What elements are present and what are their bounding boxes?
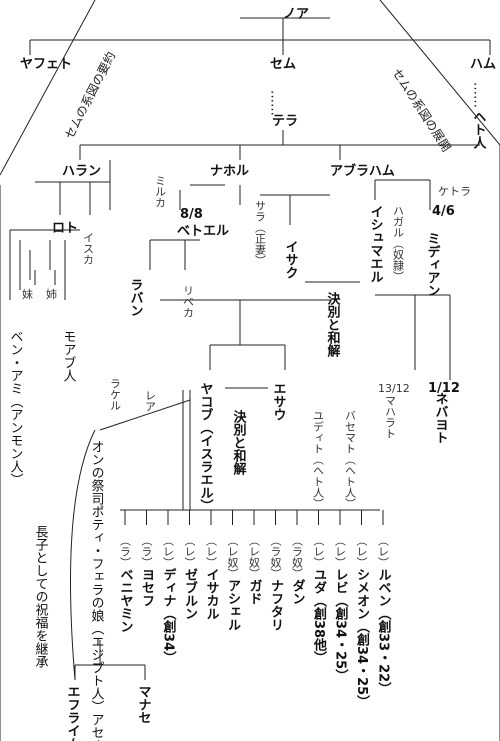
ben-ammi: ベン・アミ（アンモン人） (8, 330, 24, 486)
basemath: バセマト（ヘト人） (344, 410, 357, 509)
sons-lines (120, 390, 380, 511)
noah: ノア (283, 7, 309, 22)
son-label: （レ）ディナ（創34） (161, 535, 178, 664)
milcah: ミルカ (154, 175, 167, 208)
moab: モアブ人 (61, 330, 77, 382)
rachel: ラケル (109, 378, 122, 411)
heth: ヘト人 (471, 110, 487, 149)
sarah: サラ（正妻） (254, 200, 267, 266)
son-label: （レ奴）アシェル (225, 535, 241, 631)
japheth: ヤフェト (20, 57, 72, 72)
son-label: （ラ奴）ダン (290, 535, 306, 605)
nebaioth: ネバヨト (433, 392, 449, 444)
blessing-curve (70, 399, 191, 681)
ephraim: エフライム (65, 685, 81, 741)
son-label: （レ）レビ（創34・25） (333, 535, 350, 682)
laban: ラバン (128, 278, 144, 317)
son-label: （レ）シメオン（創34・25） (354, 535, 371, 708)
terah-lines (79, 130, 480, 160)
abraham-lines (260, 179, 431, 225)
joseph-lines (74, 640, 146, 680)
haran-lines (35, 160, 111, 215)
noah-lines (29, 17, 491, 55)
abraham: アブラハム (330, 163, 395, 179)
ishmael: イシュマエル (368, 205, 384, 283)
son-label: （ラ）ベニヤミン (118, 535, 134, 633)
bethuel-lines (149, 239, 200, 270)
sons-group: （ラ）ベニヤミン （ラ）ヨセフ （レ）ディナ（創34）（レ）ゼブルン （レ）イサカル （… (118, 510, 393, 708)
jacob: ヤコブ（イスラエル） (198, 382, 215, 512)
asenath: オンの祭司ポティ・フェラの娘（エジプト人）アセナト (89, 440, 105, 741)
iscah: イスカ (82, 232, 95, 265)
lot: ロト (52, 221, 78, 236)
manasseh: マナセ (136, 685, 152, 724)
reconcile1: 決別と和解 (325, 291, 342, 358)
frame-lines (0, 0, 500, 176)
haran: ハラン (62, 164, 101, 179)
terah: テラ (272, 114, 298, 129)
mahalath-num: 13/12 (378, 382, 410, 395)
judith: ユディト（ヘト人） (312, 410, 325, 509)
shem: セム (270, 57, 296, 72)
blessing: 長子としての祝福を継承 (33, 525, 49, 668)
nahor-lines (179, 184, 241, 210)
lot-lines (9, 229, 80, 300)
band-label-right: セムの系図の展開 (389, 66, 453, 154)
reconcile2: 決別と和解 (231, 409, 248, 476)
ham: ハム (470, 57, 496, 72)
bethuel: ベトエル (177, 224, 229, 239)
midian-num: 4/6 (432, 204, 455, 219)
nebaioth-num: 1/12 (428, 381, 460, 396)
rebekah: リベカ (182, 285, 195, 318)
isaac: イサク (283, 240, 299, 279)
nahor: ナホル (210, 164, 249, 179)
midian: ミディアン (425, 232, 440, 297)
son-label: （ラ）ヨセフ (139, 535, 155, 607)
keturah: ケトラ (438, 185, 471, 198)
son-label: （レ）ルベン（創33・22） (376, 535, 393, 695)
mahalath: マハラト (384, 395, 397, 439)
hagar: ハガル（奴隷） (392, 205, 405, 282)
esau: エサウ (271, 382, 287, 421)
leah: レア (144, 390, 157, 412)
son-label: （レ）イサカル (204, 535, 220, 620)
dots1: …… (268, 90, 283, 116)
bethuel-num: 8/8 (180, 207, 203, 222)
son-label: （ラ奴）ナフタリ (268, 535, 284, 631)
gen3-lines (160, 294, 451, 380)
dots2: …… (471, 82, 486, 108)
son-label: （レ奴）ガド (247, 535, 263, 605)
son-label: （レ）ゼブルン (182, 535, 198, 620)
sister1: 妹 (22, 288, 33, 301)
son-label: （レ）ユダ（創38他） (311, 535, 328, 664)
sister2: 姉 (46, 287, 57, 301)
